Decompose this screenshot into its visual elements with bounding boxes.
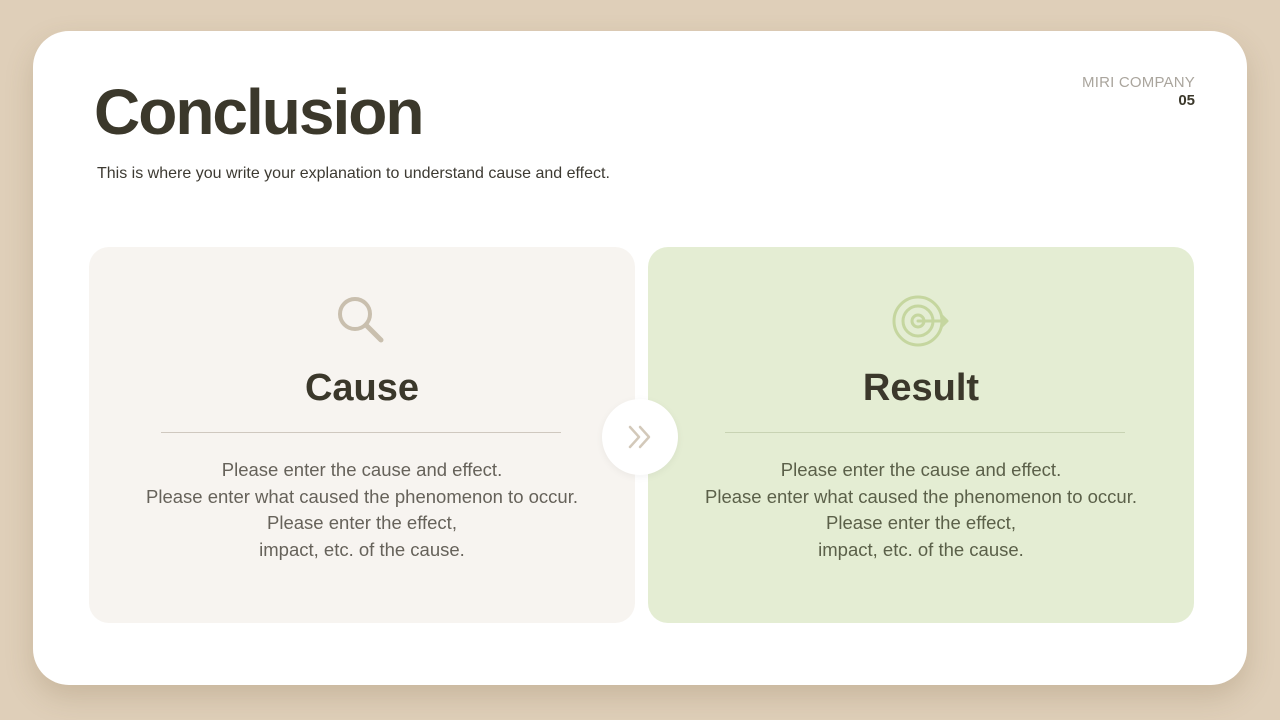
cause-description: Please enter the cause and effect. Pleas…	[89, 457, 635, 563]
target-arrow-icon	[892, 295, 949, 347]
result-line: Please enter the cause and effect.	[780, 459, 1062, 480]
cause-line: Please enter the effect,	[267, 512, 457, 533]
result-line: Please enter what caused the phenomenon …	[705, 485, 1137, 507]
page-subtitle: This is where you write your explanation…	[97, 165, 610, 182]
result-line: impact, etc. of the cause.	[818, 538, 1024, 560]
cause-title: Cause	[304, 367, 420, 409]
result-divider	[725, 432, 1125, 433]
cause-line: Please enter what caused the phenomenon …	[146, 485, 578, 507]
magnifier-icon	[338, 297, 384, 343]
cause-line: impact, etc. of the cause.	[259, 538, 465, 560]
cause-to-result-connector	[602, 399, 678, 475]
double-chevron-right-icon	[628, 425, 651, 449]
cause-line: Please enter the cause and effect.	[221, 459, 503, 480]
company-block: MIRI COMPANY 05	[1082, 74, 1195, 110]
cause-divider	[161, 432, 561, 433]
result-line: Please enter the effect,	[826, 512, 1016, 533]
result-description: Please enter the cause and effect. Pleas…	[648, 457, 1194, 563]
cause-card: Cause Please enter the cause and effect.…	[89, 247, 635, 623]
result-title: Result	[862, 367, 980, 409]
company-name: MIRI COMPANY	[1082, 74, 1195, 91]
page-number: 05	[1178, 92, 1195, 109]
page-title: Conclusion	[94, 76, 424, 148]
result-card: Result Please enter the cause and effect…	[648, 247, 1194, 623]
slide: Conclusion This is where you write your …	[33, 31, 1247, 685]
